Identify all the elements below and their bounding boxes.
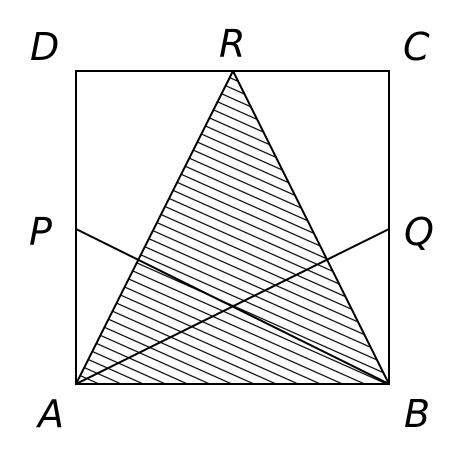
label-a: A (35, 392, 64, 436)
shaded-triangle-abr (76, 71, 389, 384)
segment-br (232, 70, 390, 385)
label-p: P (29, 210, 52, 254)
segment-ar (75, 70, 234, 385)
label-c: C (403, 25, 430, 69)
segment-aq (75, 228, 390, 385)
label-b: B (404, 392, 430, 436)
label-q: Q (404, 210, 434, 254)
label-d: D (30, 25, 59, 69)
label-r: R (219, 22, 245, 66)
